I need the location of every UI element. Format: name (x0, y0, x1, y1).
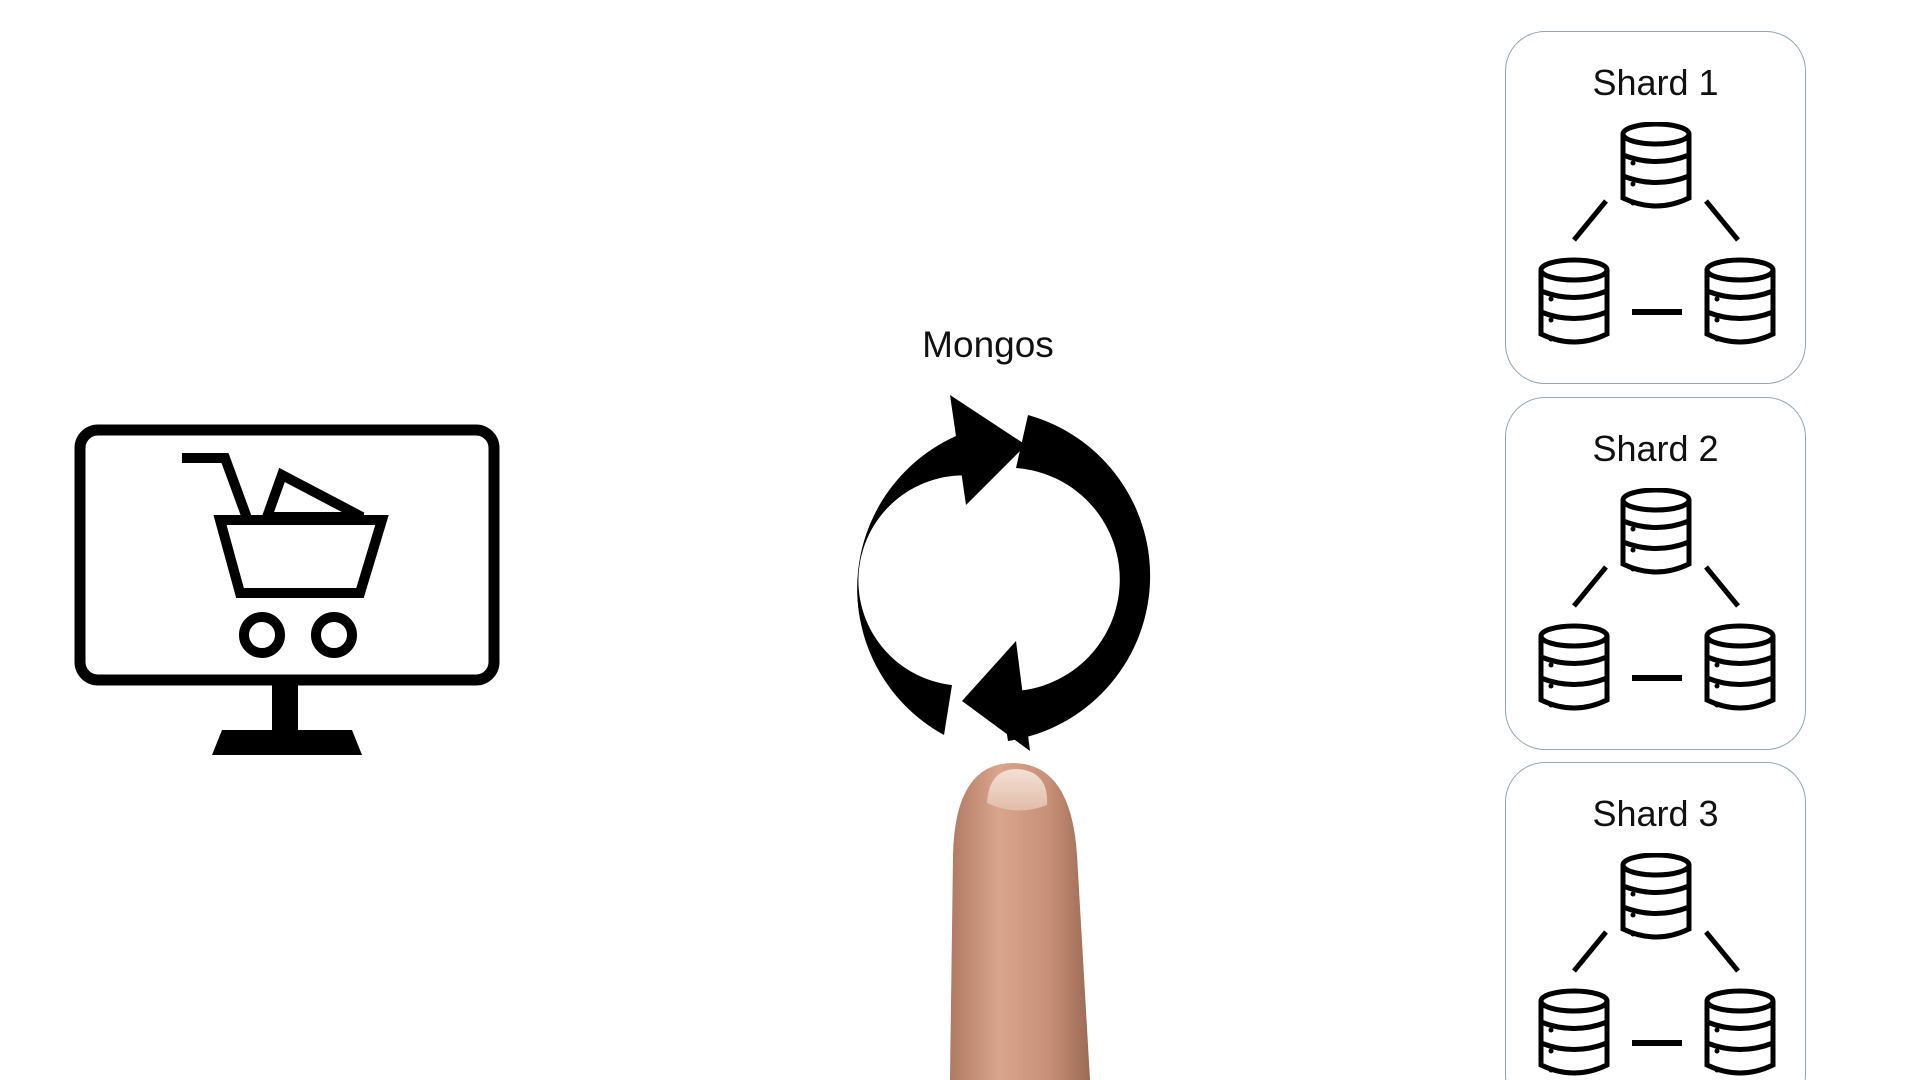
shard-1-title: Shard 1 (1592, 62, 1719, 103)
shard-2-box: Shard 2 (1505, 397, 1806, 750)
replica-set-icon (1506, 488, 1807, 748)
shard-3-box: Shard 3 (1505, 762, 1806, 1080)
sync-arrows-icon (815, 385, 1165, 755)
shard-1-box: Shard 1 (1505, 31, 1806, 384)
mongos-label: Mongos (922, 324, 1054, 365)
shard-2-title: Shard 2 (1592, 428, 1719, 469)
pointing-finger-image (925, 755, 1105, 1080)
replica-set-icon (1506, 853, 1807, 1080)
replica-set-icon (1506, 122, 1807, 382)
shard-3-title: Shard 3 (1592, 793, 1719, 834)
shopping-cart-monitor-icon (72, 420, 504, 760)
